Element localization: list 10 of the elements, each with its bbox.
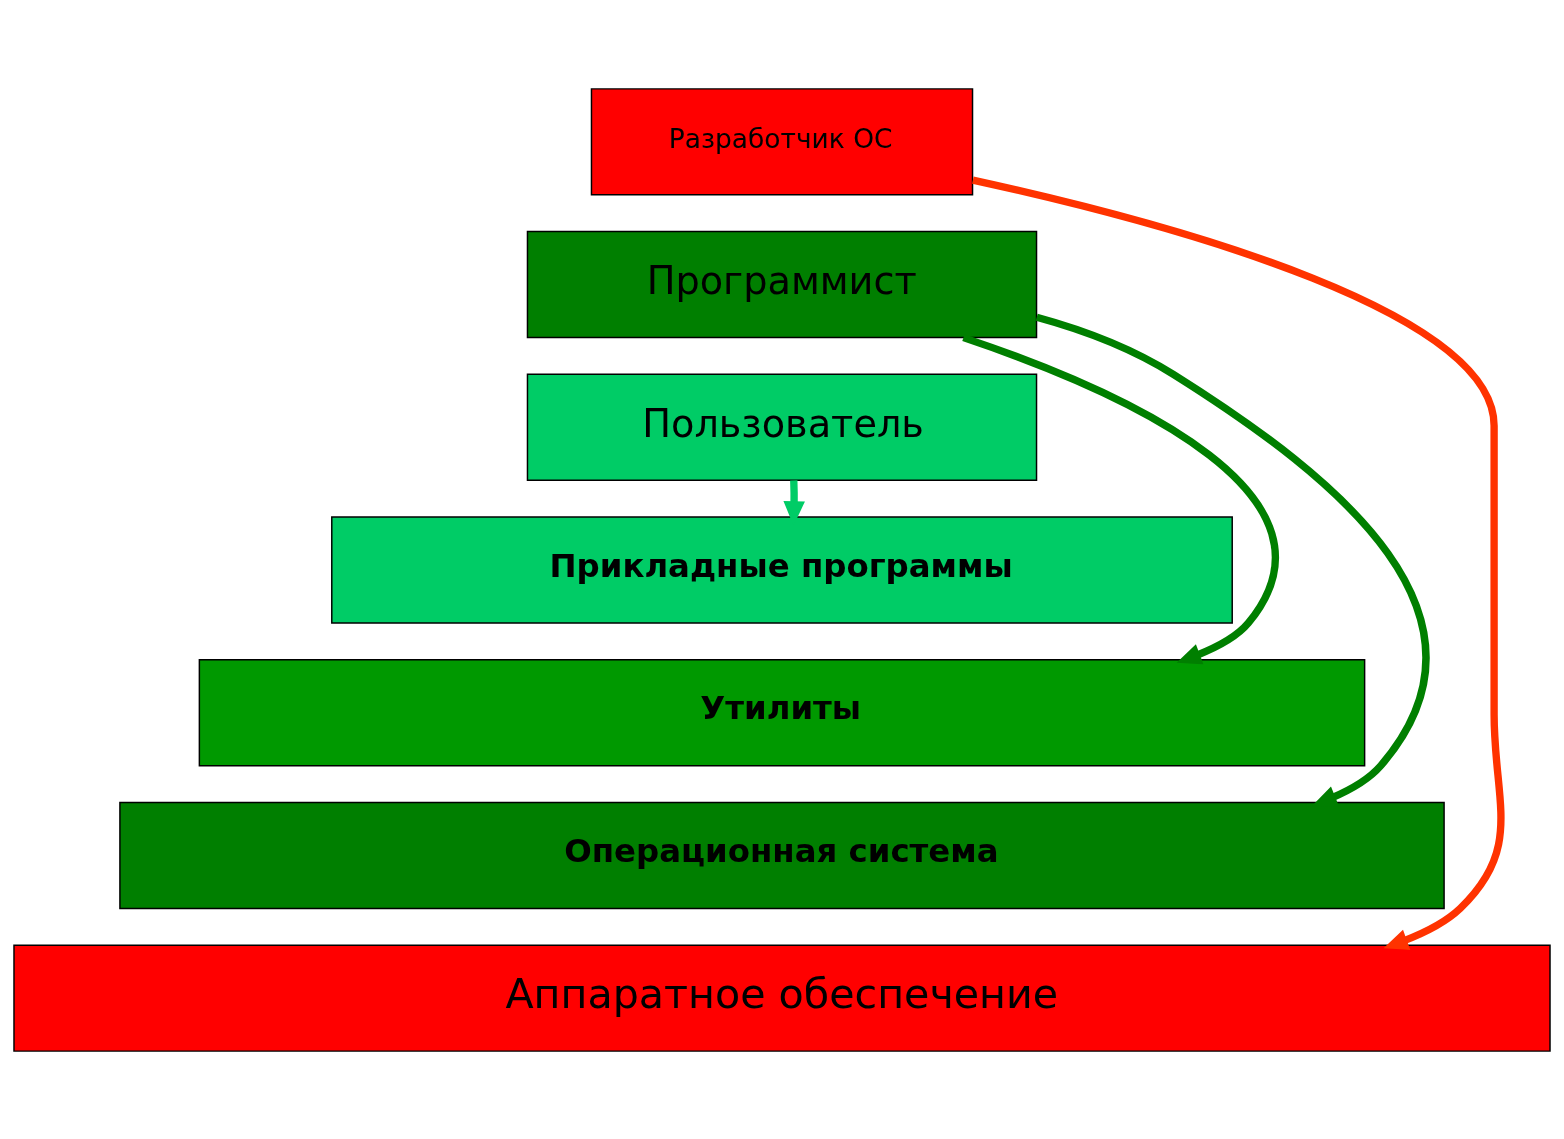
arrow (962, 333, 1279, 664)
node-box: Пользователь (526, 373, 1038, 481)
node-box: Аппаратное обеспечение (13, 943, 1551, 1052)
node-box: Разработчик ОС (590, 87, 974, 196)
node-box: Прикладные программы (331, 515, 1233, 624)
arrow (1035, 313, 1430, 807)
node-box: Операционная система (119, 801, 1445, 909)
node-box: Утилиты (198, 658, 1366, 766)
arrow (972, 176, 1505, 950)
node-box: Программист (526, 230, 1038, 338)
